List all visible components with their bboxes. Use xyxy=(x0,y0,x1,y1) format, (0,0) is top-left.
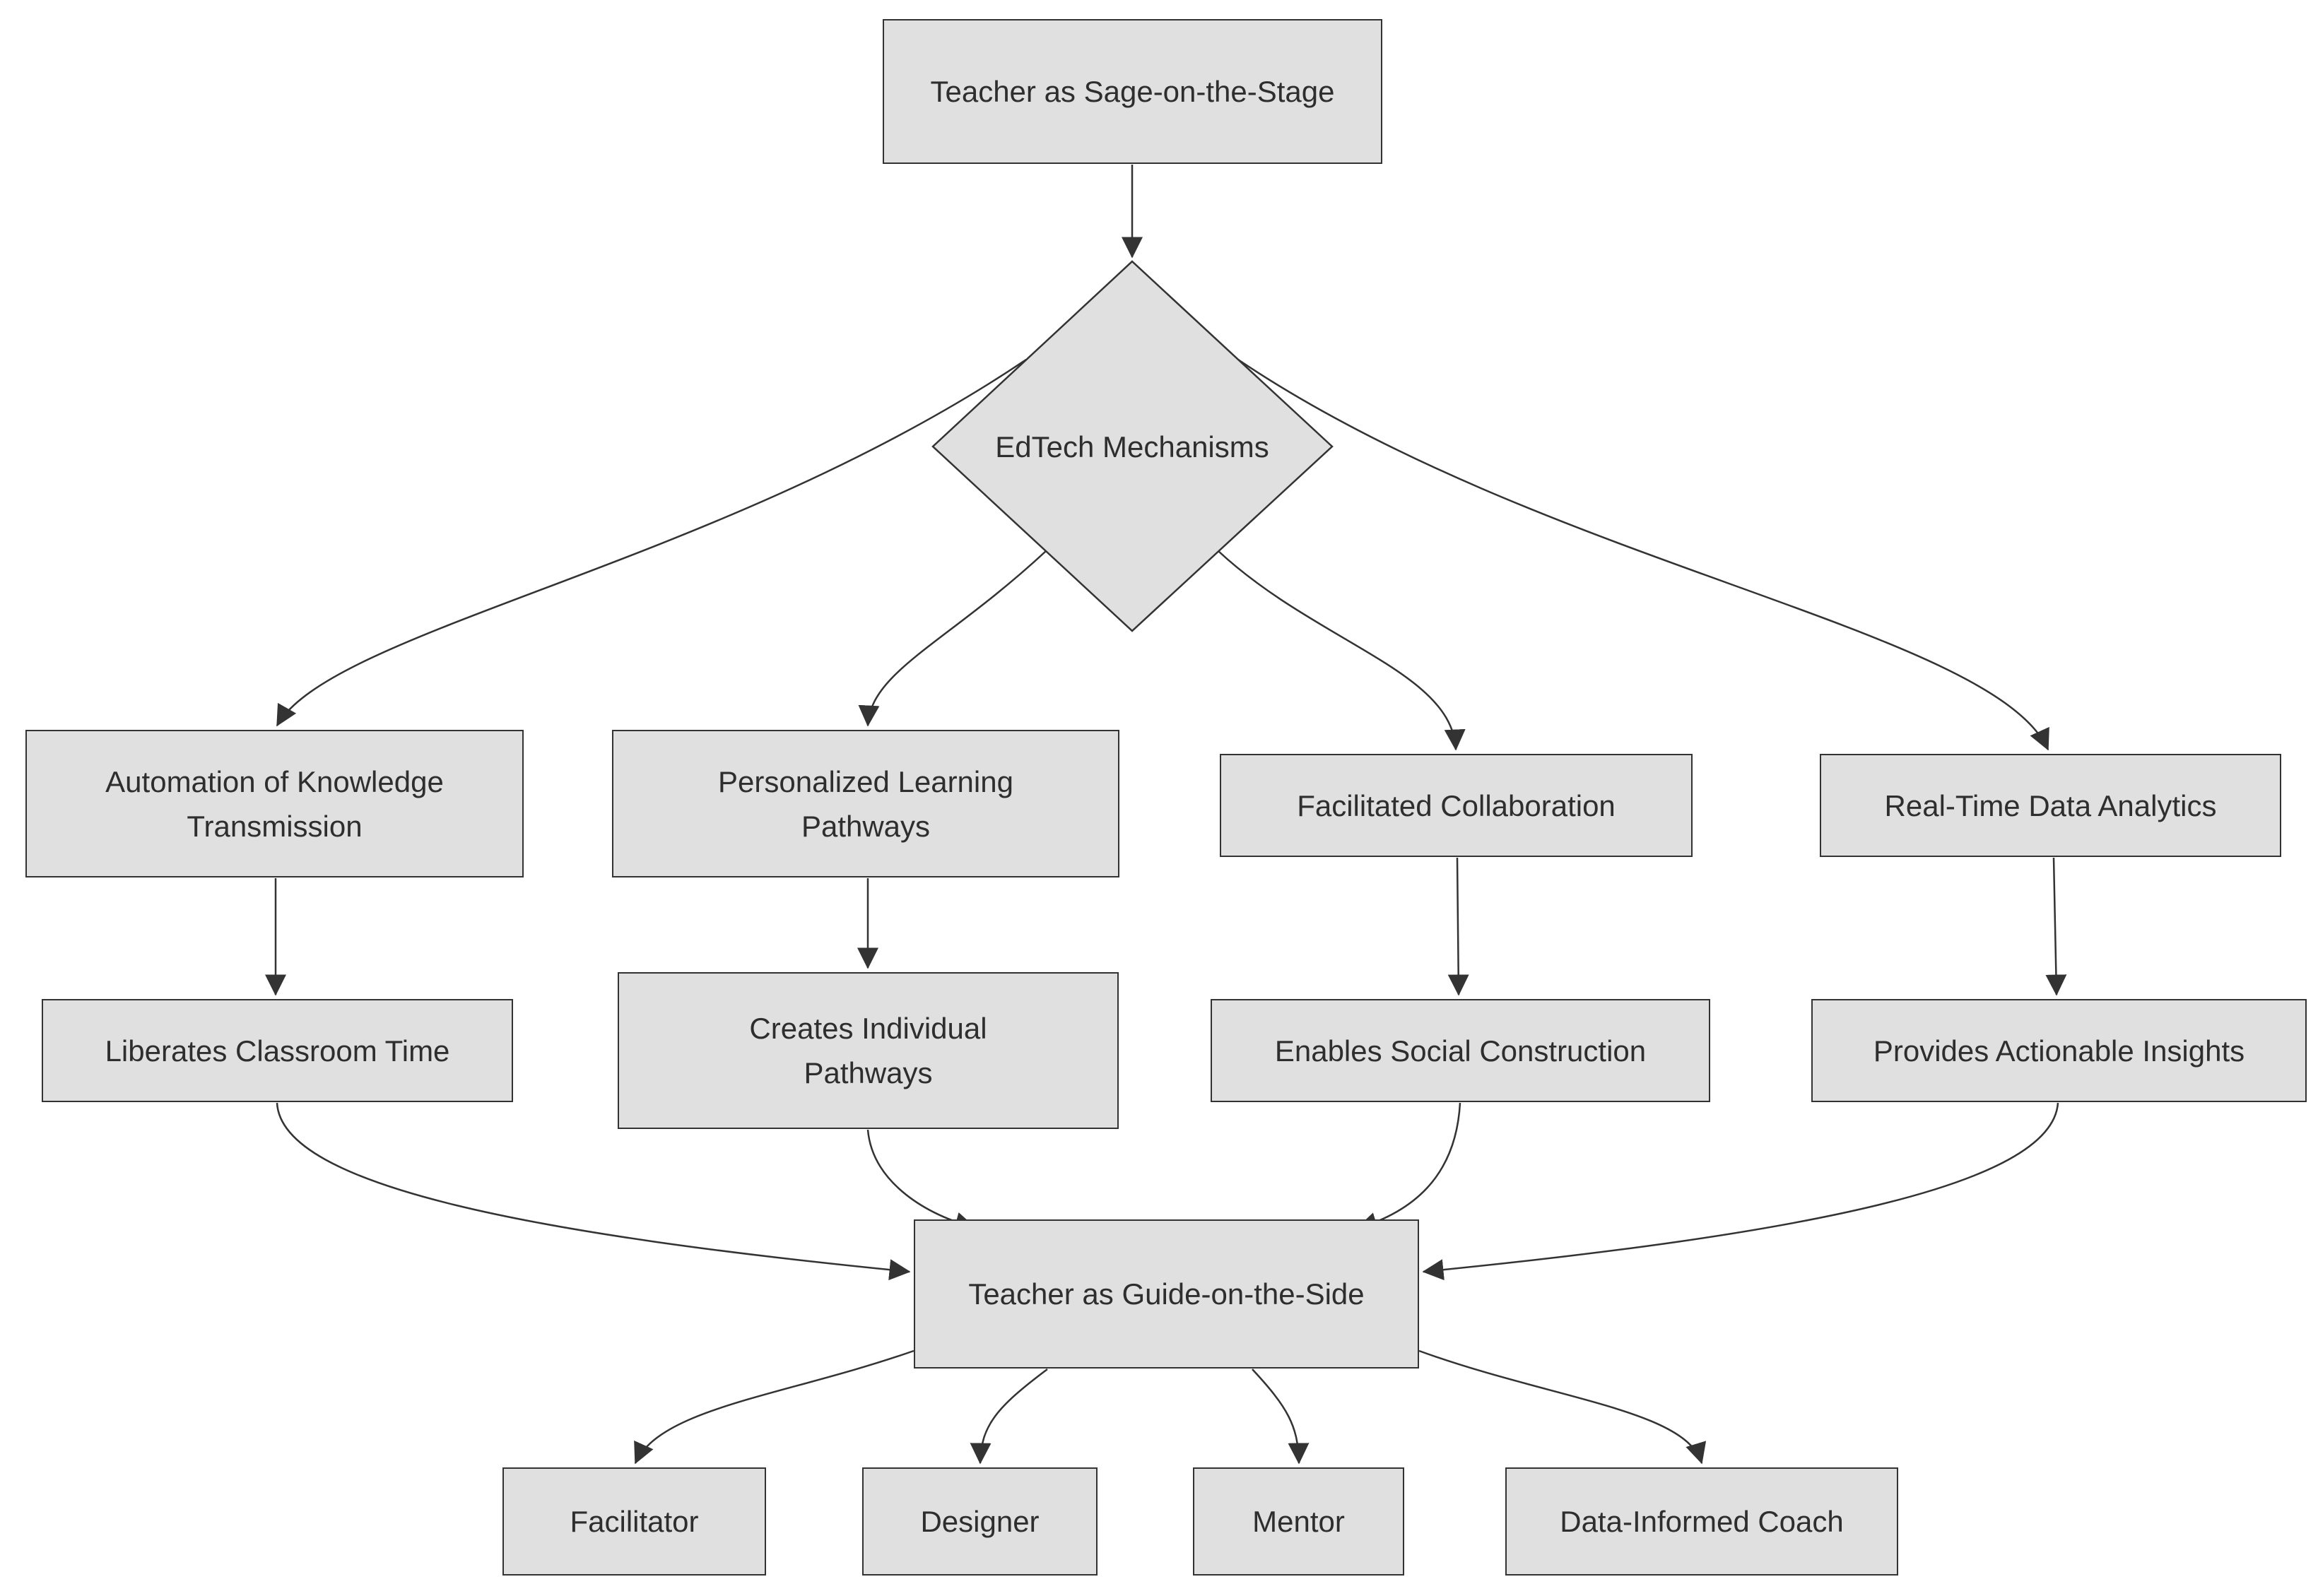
node-label-analytics: Real-Time Data Analytics xyxy=(1884,788,2217,822)
node-label-enables: Enables Social Construction xyxy=(1274,1034,1647,1068)
edge-mechanisms-to-automation xyxy=(276,358,1027,727)
node-creates-individual-pathways: Creates Individual Pathways xyxy=(618,972,1119,1129)
node-label-personalized: Personalized Learning Pathways xyxy=(718,764,1013,843)
node-mentor: Mentor xyxy=(1193,1467,1404,1576)
node-designer: Designer xyxy=(862,1467,1098,1576)
edge-guide-to-designer xyxy=(970,1369,1048,1465)
node-facilitated-collaboration: Facilitated Collaboration xyxy=(1220,754,1693,857)
node-label-designer: Designer xyxy=(920,1505,1040,1538)
node-automation-of-knowledge-transmission: Automation of Knowledge Transmission xyxy=(25,730,524,877)
node-enables-social-construction: Enables Social Construction xyxy=(1211,999,1710,1102)
node-provides-actionable-insights: Provides Actionable Insights xyxy=(1811,999,2307,1102)
node-label-teacher-as-sage: Teacher as Sage-on-the-Stage xyxy=(930,75,1335,108)
node-label-creates: Creates Individual Pathways xyxy=(749,1012,987,1089)
edge-mechanisms-to-collaboration xyxy=(1218,550,1466,751)
node-teacher-as-guide: Teacher as Guide-on-the-Side xyxy=(914,1219,1419,1369)
edge-collaboration-to-enables xyxy=(1447,857,1469,996)
node-personalized-learning-pathways: Personalized Learning Pathways xyxy=(612,730,1119,877)
node-label-collaboration: Facilitated Collaboration xyxy=(1297,788,1616,822)
edge-analytics-to-provides xyxy=(2045,857,2067,996)
node-teacher-as-sage: Teacher as Sage-on-the-Stage xyxy=(883,19,1382,164)
node-liberates-classroom-time: Liberates Classroom Time xyxy=(42,999,513,1102)
edge-mechanisms-to-analytics xyxy=(1237,358,2049,751)
edge-provides-to-guide xyxy=(1422,1102,2059,1281)
edge-enables-to-guide xyxy=(1355,1102,1461,1234)
edge-guide-to-coach xyxy=(1418,1349,1707,1465)
node-label-teacher-as-guide: Teacher as Guide-on-the-Side xyxy=(968,1277,1365,1311)
edge-guide-to-facilitator xyxy=(634,1349,914,1465)
node-real-time-data-analytics: Real-Time Data Analytics xyxy=(1820,754,2281,857)
node-label-mentor: Mentor xyxy=(1252,1505,1345,1538)
edge-mechanisms-to-personalized xyxy=(858,550,1047,727)
node-label-liberates: Liberates Classroom Time xyxy=(105,1034,450,1068)
node-label-automation: Automation of Knowledge Transmission xyxy=(105,764,444,843)
node-data-informed-coach: Data-Informed Coach xyxy=(1505,1467,1898,1576)
node-label-provides: Provides Actionable Insights xyxy=(1873,1034,2245,1068)
node-label-coach: Data-Informed Coach xyxy=(1560,1505,1844,1538)
node-facilitator: Facilitator xyxy=(502,1467,766,1576)
node-edtech-mechanisms: EdTech Mechanisms xyxy=(955,422,1309,471)
edge-guide-to-mentor xyxy=(1252,1369,1310,1465)
edge-liberates-to-guide xyxy=(276,1102,911,1281)
edtech-mechanisms-diamond-shape xyxy=(931,260,1334,632)
node-label-edtech-mechanisms: EdTech Mechanisms xyxy=(995,430,1269,463)
node-label-facilitator: Facilitator xyxy=(570,1505,699,1538)
edge-creates-to-guide xyxy=(866,1129,977,1233)
